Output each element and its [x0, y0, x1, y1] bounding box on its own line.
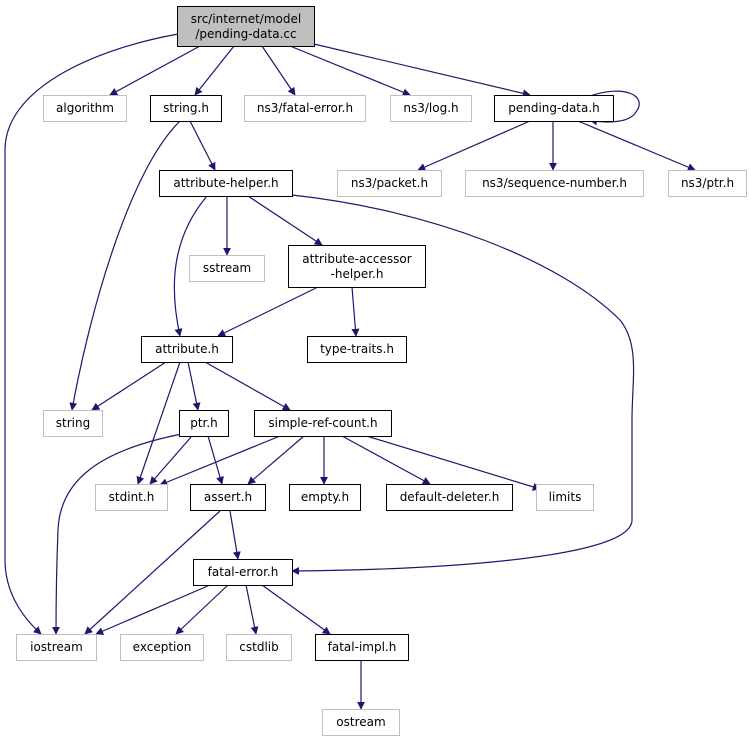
- edge-attribute-ptr: [187, 361, 201, 411]
- edge-src-stdint: [159, 435, 281, 486]
- node-ns3-fatal-error-h-label: ns3/fatal-error.h: [256, 101, 354, 115]
- node-default-deleter-h[interactable]: default-deleter.h: [386, 484, 513, 511]
- edge-root-ns3-log-h: [289, 45, 411, 96]
- node-ns3-ptr-h[interactable]: ns3/ptr.h: [668, 170, 747, 197]
- edge-pending-data-h-packet: [417, 120, 531, 171]
- node-algorithm-label: algorithm: [56, 101, 114, 115]
- node-empty-h[interactable]: empty.h: [289, 484, 361, 511]
- edge-accessor-type-traits: [351, 286, 360, 337]
- node-attribute-h-label: attribute.h: [155, 342, 219, 356]
- edge-root-algorithm: [109, 45, 201, 96]
- edge-ptr-assert: [207, 435, 224, 485]
- node-fatal-impl-h[interactable]: fatal-impl.h: [315, 634, 409, 661]
- node-assert-h[interactable]: assert.h: [190, 484, 266, 511]
- node-stdint-h-label: stdint.h: [108, 490, 155, 504]
- edge-attribute-helper-attribute: [173, 195, 208, 337]
- edge-string-h-string: [69, 120, 181, 411]
- node-string[interactable]: string: [43, 410, 103, 437]
- node-algorithm[interactable]: algorithm: [43, 95, 127, 122]
- node-ns3-sequence-number-h-label: ns3/sequence-number.h: [482, 176, 627, 190]
- node-fatal-impl-h-label: fatal-impl.h: [327, 640, 397, 654]
- node-cstdlib-label: cstdlib: [239, 640, 279, 654]
- edge-assert-fatal-error: [229, 510, 241, 560]
- edge-fatal-error-fatal-impl: [261, 584, 331, 635]
- edge-pending-data-h-ptr: [577, 120, 696, 171]
- node-empty-h-label: empty.h: [300, 490, 350, 504]
- node-attribute-helper-h-label: attribute-helper.h: [173, 176, 279, 190]
- edge-accessor-attribute: [217, 286, 319, 337]
- edge-attribute-simple-ref-count: [204, 361, 291, 411]
- node-accessor-line2: -helper.h: [330, 266, 384, 281]
- edge-string-h-attribute-helper: [189, 120, 216, 171]
- edge-attribute-string: [91, 361, 167, 411]
- edge-fatal-error-exception: [175, 584, 229, 635]
- node-ns3-packet-h-label: ns3/packet.h: [350, 176, 429, 190]
- edge-src-assert: [247, 435, 305, 485]
- edge-src-default-deleter: [341, 435, 431, 485]
- edge-ptr-stdint: [149, 435, 193, 485]
- node-fatal-error-h[interactable]: fatal-error.h: [193, 559, 293, 586]
- node-accessor-line1: attribute-accessor: [302, 251, 412, 266]
- node-simple-ref-count-h-label: simple-ref-count.h: [268, 416, 378, 430]
- node-sstream[interactable]: sstream: [189, 255, 265, 282]
- node-cstdlib[interactable]: cstdlib: [226, 634, 292, 661]
- node-attribute-helper-h[interactable]: attribute-helper.h: [159, 170, 293, 197]
- node-fatal-error-h-label: fatal-error.h: [207, 565, 279, 579]
- node-ptr-h-label: ptr.h: [190, 416, 218, 430]
- node-attribute-accessor-helper-h[interactable]: attribute-accessor -helper.h: [288, 245, 426, 288]
- node-pending-data-h[interactable]: pending-data.h: [494, 95, 614, 122]
- node-limits-label: limits: [548, 490, 582, 504]
- node-ptr-h[interactable]: ptr.h: [179, 410, 229, 437]
- node-iostream-label: iostream: [30, 640, 83, 654]
- node-limits[interactable]: limits: [536, 484, 594, 511]
- node-ns3-packet-h[interactable]: ns3/packet.h: [337, 170, 442, 197]
- node-type-traits-h[interactable]: type-traits.h: [307, 336, 407, 363]
- node-root-line2: /pending-data.cc: [195, 26, 297, 41]
- node-stdint-h[interactable]: stdint.h: [95, 484, 168, 511]
- node-string-h-label: string.h: [163, 101, 209, 115]
- edge-root-ns3-fatal-error-h: [261, 45, 296, 96]
- node-ns3-log-h[interactable]: ns3/log.h: [390, 95, 472, 122]
- node-ostream-label: ostream: [336, 715, 386, 729]
- edge-root-pending-data-h: [313, 43, 531, 98]
- node-string-h[interactable]: string.h: [150, 95, 222, 122]
- node-default-deleter-h-label: default-deleter.h: [399, 490, 500, 504]
- edge-fatal-error-iostream: [95, 584, 211, 635]
- node-assert-h-label: assert.h: [203, 490, 253, 504]
- node-ns3-ptr-h-label: ns3/ptr.h: [680, 176, 735, 190]
- node-ostream[interactable]: ostream: [322, 709, 400, 736]
- node-ns3-sequence-number-h[interactable]: ns3/sequence-number.h: [465, 170, 644, 197]
- node-iostream[interactable]: iostream: [16, 634, 97, 661]
- edge-src-limits: [359, 433, 541, 491]
- node-type-traits-h-label: type-traits.h: [320, 342, 394, 356]
- edge-attribute-helper-fatal-error: [291, 194, 635, 575]
- node-attribute-h[interactable]: attribute.h: [141, 336, 233, 363]
- edge-fatal-error-cstdlib: [245, 584, 259, 635]
- edge-root-iostream: [4, 33, 179, 635]
- node-string-label: string: [55, 416, 91, 430]
- node-simple-ref-count-h[interactable]: simple-ref-count.h: [254, 410, 392, 437]
- node-sstream-label: sstream: [202, 261, 252, 275]
- node-exception[interactable]: exception: [120, 634, 204, 661]
- node-root-pending-data-cc[interactable]: src/internet/model /pending-data.cc: [177, 6, 315, 47]
- node-ns3-fatal-error-h[interactable]: ns3/fatal-error.h: [244, 95, 366, 122]
- node-exception-label: exception: [132, 640, 192, 654]
- node-ns3-log-h-label: ns3/log.h: [403, 101, 459, 115]
- edge-attribute-stdint: [136, 361, 181, 485]
- node-root-line1: src/internet/model: [190, 11, 302, 26]
- edge-assert-iostream: [84, 510, 221, 635]
- node-pending-data-h-label: pending-data.h: [508, 101, 600, 115]
- edge-attribute-helper-accessor: [247, 195, 323, 246]
- edge-root-string-h: [194, 45, 235, 96]
- edge-ptr-iostream: [52, 433, 183, 635]
